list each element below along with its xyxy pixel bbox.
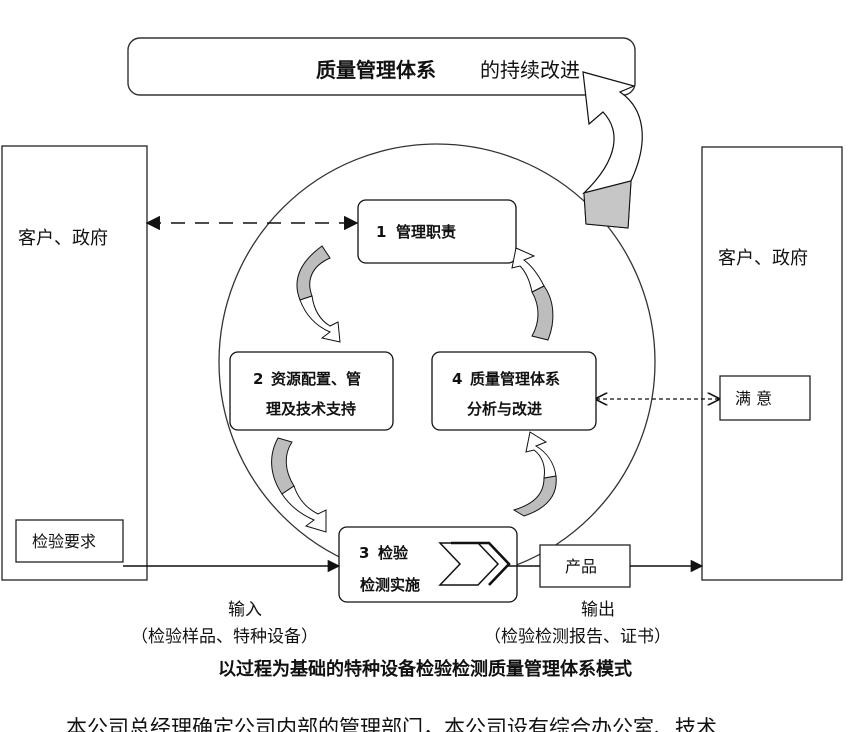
node-4-number: 4: [452, 370, 462, 388]
body-text-partial: 本公司总经理确定公司内部的管理部门，本公司设有综合办公室、技术: [66, 716, 717, 732]
satisfaction-label: 满 意: [735, 389, 772, 408]
node-1-text: 管理职责: [396, 223, 456, 241]
continuous-improvement-arrow-icon: [581, 71, 643, 229]
inspection-requirement-box: [15, 519, 124, 563]
right-customer-column: [701, 146, 843, 581]
product-label: 产品: [565, 557, 597, 576]
cycle-arrow-3-to-4-icon: [512, 431, 557, 517]
node-4-line1: 质量管理体系: [470, 370, 560, 388]
cycle-arrow-2-to-3-icon: [271, 437, 327, 533]
node-2-line1: 资源配置、管: [271, 370, 361, 388]
output-label: 输出: [581, 600, 615, 620]
cycle-arrow-1-to-2-icon: [296, 245, 341, 343]
product-box: [539, 544, 631, 588]
input-label: 输入: [228, 600, 262, 620]
title-normal: 的持续改进: [480, 58, 580, 82]
left-customer-column: [1, 145, 148, 581]
node-resource-support: [229, 351, 394, 431]
title-bold: 质量管理体系: [316, 58, 436, 82]
title-box: [127, 37, 636, 96]
node-3-line2: 检测实施: [360, 576, 420, 594]
node-2-line2: 理及技术支持: [266, 400, 356, 418]
input-detail: （检验样品、特种设备）: [131, 627, 318, 647]
output-detail: （检验检测报告、证书）: [484, 627, 671, 647]
node-management-responsibility: [357, 199, 517, 264]
node-1-number: 1: [376, 223, 386, 241]
diagram-caption: 以过程为基础的特种设备检验检测质量管理体系模式: [218, 658, 632, 680]
node-3-line1: 检验: [378, 544, 409, 562]
inspection-requirement-label: 检验要求: [32, 532, 96, 551]
node-2-number: 2: [253, 370, 263, 388]
chevron-icon: [438, 541, 511, 586]
node-4-line2: 分析与改进: [467, 400, 542, 418]
cycle-arrow-4-to-1-icon: [511, 247, 554, 341]
node-3-number: 3: [359, 544, 369, 562]
node-qms-analysis: [431, 351, 597, 431]
satisfaction-box: [719, 375, 811, 421]
left-customer-label: 客户、政府: [18, 228, 108, 249]
right-customer-label: 客户、政府: [718, 248, 808, 269]
